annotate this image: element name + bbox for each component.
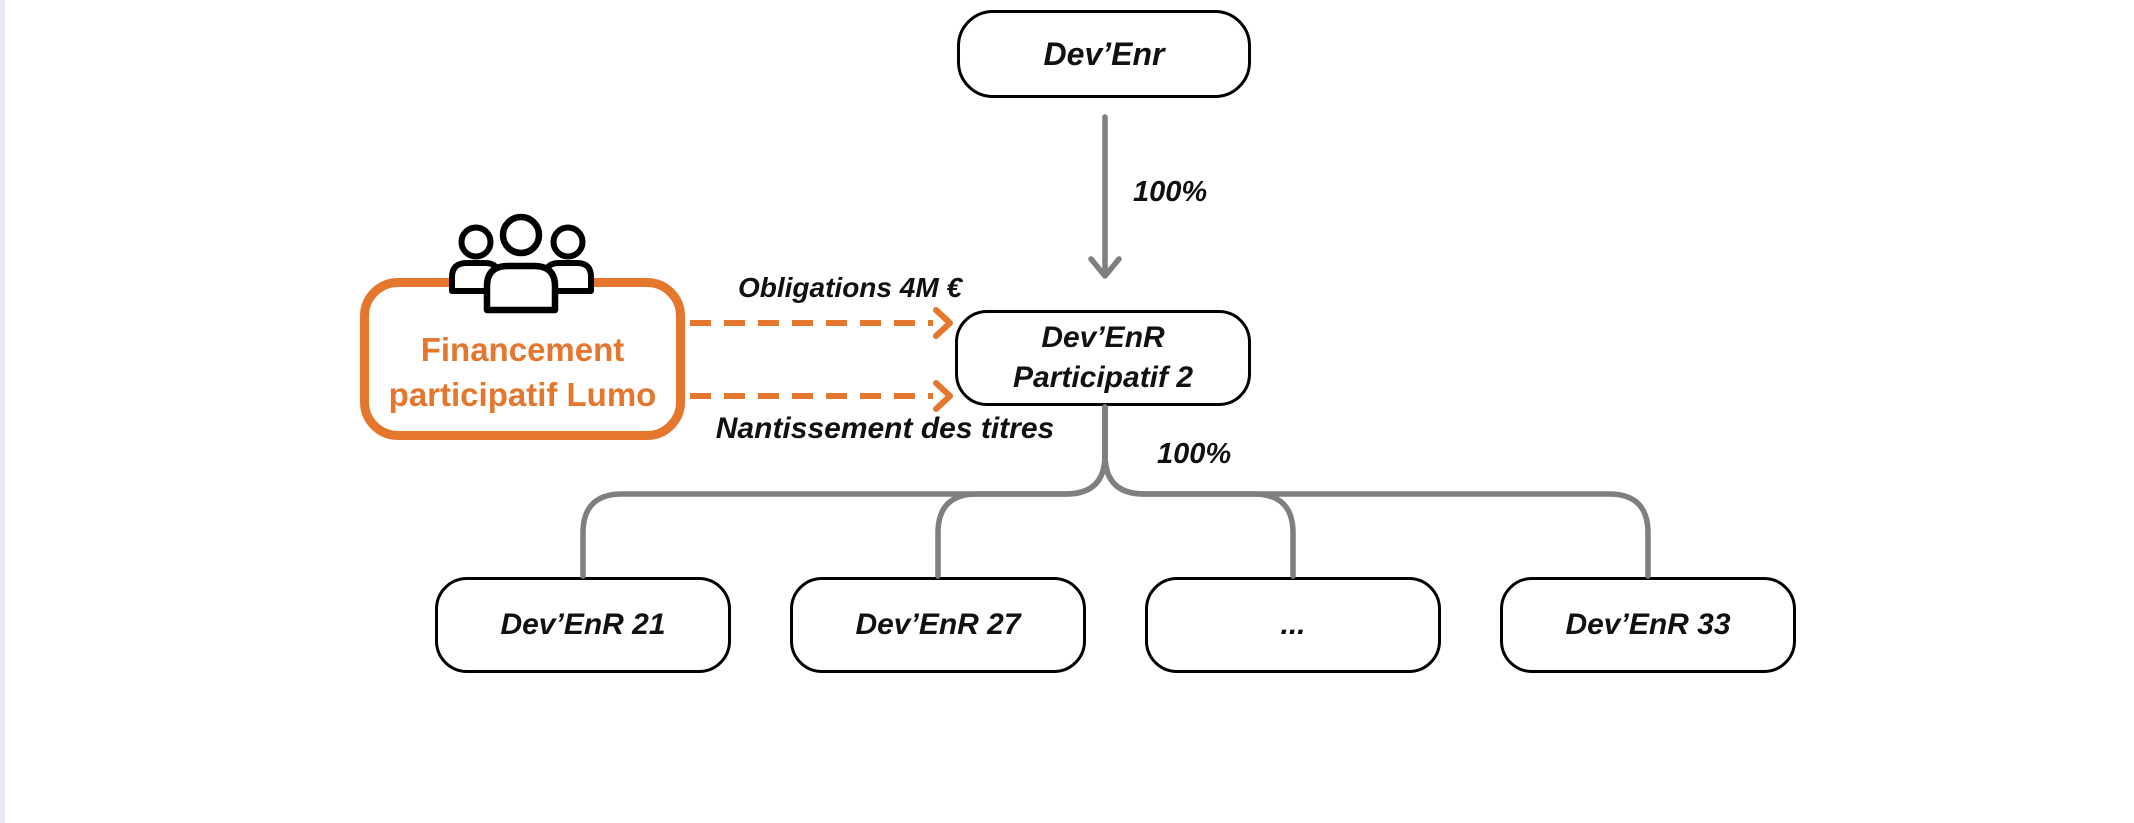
node-spv-label-line1: Dev’EnR [1041,321,1165,354]
window-left-edge-strip [0,0,5,823]
funding-lumo-box: Financement participatif Lumo [360,278,685,440]
edge-label-nantissement: Nantissement des titres [715,412,1055,445]
arrow-nantissement [690,380,953,412]
node-dev-enr-21: Dev’EnR 21 [435,577,731,673]
node-ellipsis: ... [1145,577,1441,673]
funding-label-line2: participatif Lumo [388,376,657,413]
node-dev-enr-27: Dev’EnR 27 [790,577,1086,673]
arrow-obligations [690,307,953,339]
edge-label-100pct-top: 100% [1133,176,1208,208]
node-child-label: Dev’EnR 33 [1565,608,1731,641]
node-child-label: ... [1280,608,1306,641]
node-child-label: Dev’EnR 27 [855,608,1021,641]
node-dev-enr-label: Dev’Enr [1043,36,1165,72]
edge-label-100pct-bottom: 100% [1157,438,1232,470]
node-dev-enr-participatif-2: Dev’EnR Participatif 2 [955,310,1251,406]
node-spv-label-line2: Participatif 2 [1012,361,1194,394]
node-child-label: Dev’EnR 21 [500,608,666,641]
funding-label-line1: Financement [420,331,625,368]
node-dev-enr-33: Dev’EnR 33 [1500,577,1796,673]
arrow-root-to-spv [1088,114,1122,279]
edge-label-obligations: Obligations 4M € [737,272,963,303]
node-dev-enr: Dev’Enr [957,10,1251,98]
